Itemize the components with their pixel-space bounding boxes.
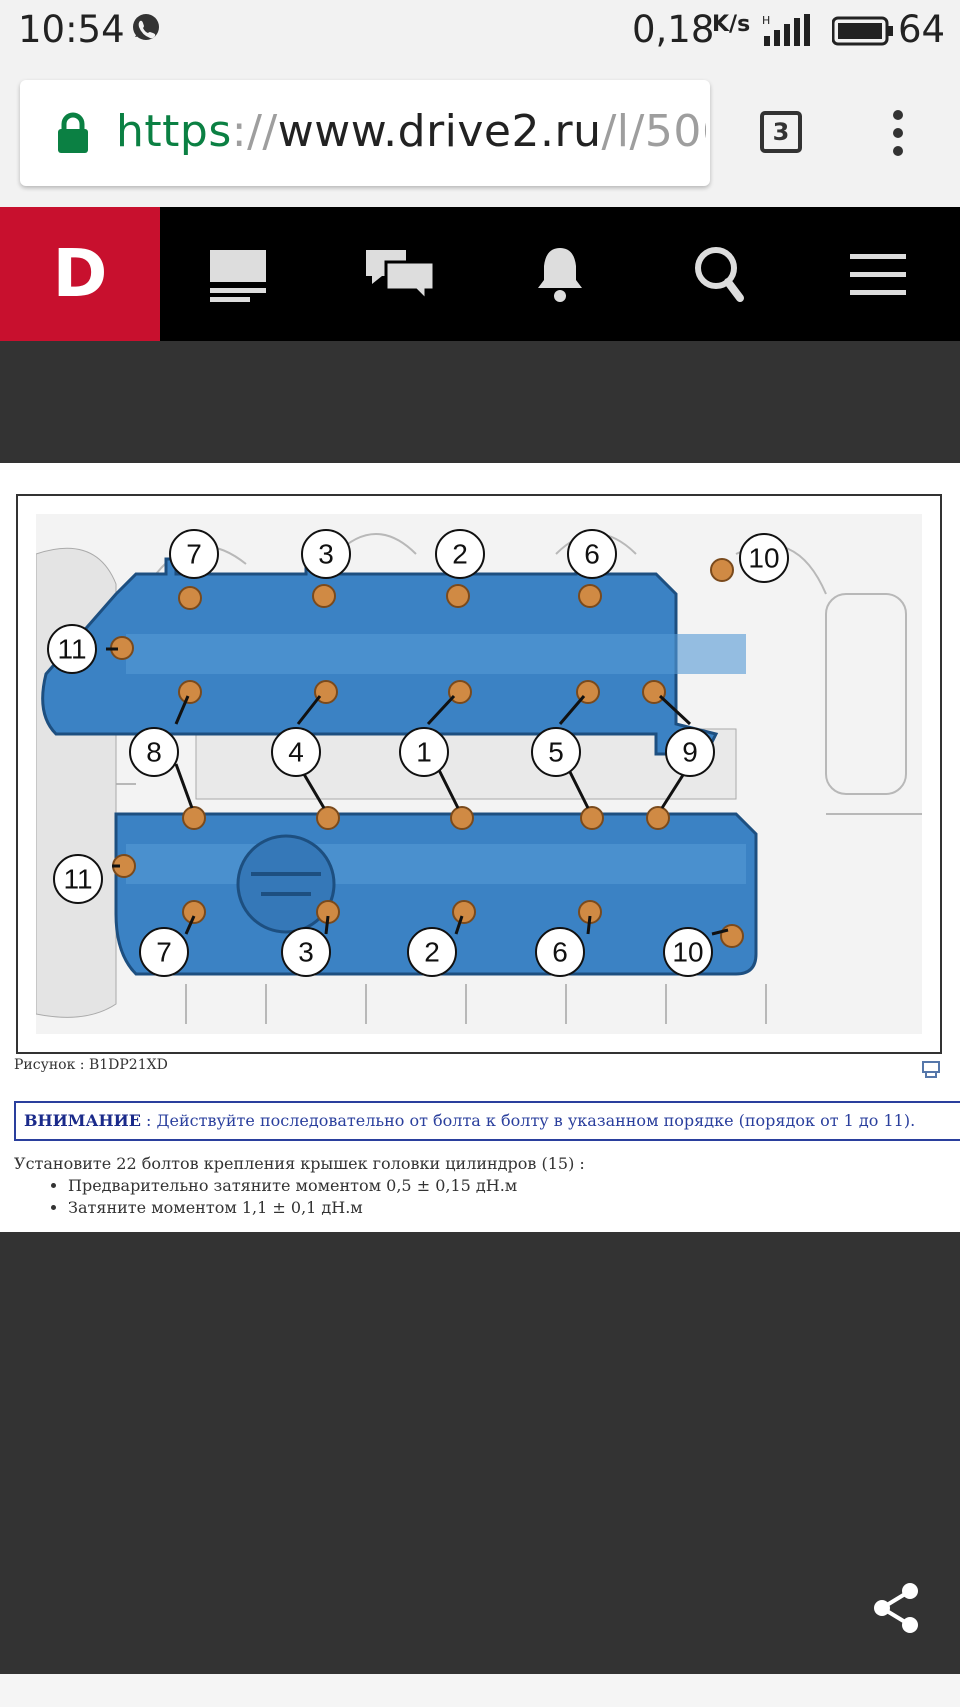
callout-top-3: 2: [452, 539, 468, 570]
battery-icon: [832, 16, 893, 46]
callout-top-2: 3: [318, 539, 334, 570]
instructions-intro: Установите 22 болтов крепления крышек го…: [14, 1154, 585, 1173]
callout-bottom-2: 3: [298, 937, 314, 968]
instructions-steps: Предварительно затяните моментом 0,5 ± 0…: [14, 1175, 585, 1219]
status-time: 10:54: [18, 8, 125, 51]
tab-switcher-button[interactable]: 3: [760, 111, 802, 153]
warning-label: ВНИМАНИЕ: [24, 1111, 141, 1130]
callout-leaders: [106, 647, 729, 936]
callout-mid-4: 5: [548, 737, 564, 768]
bell-icon[interactable]: [530, 244, 590, 304]
url-separator: ://: [231, 106, 278, 157]
chat-icon[interactable]: [364, 244, 436, 304]
network-speed-unit: K/s: [712, 12, 751, 37]
network-speed: 0,18: [632, 8, 715, 51]
valve-cover-diagram: 7 3 2 6 10 8 4 1 5 9 7 3 2 6 10 11: [36, 514, 922, 1034]
callouts-bottom-row: 7 3 2 6 10: [139, 927, 713, 977]
article-image[interactable]: 7 3 2 6 10 8 4 1 5 9 7 3 2 6 10 11: [0, 463, 960, 1232]
bolt-markers: [110, 558, 744, 948]
share-icon[interactable]: [872, 1582, 920, 1634]
figure-caption: Рисунок : B1DP21XD: [14, 1057, 168, 1073]
signal-label: H: [762, 14, 770, 27]
print-icon[interactable]: [922, 1058, 940, 1078]
instruction-step: Затяните моментом 1,1 ± 0,1 дН.м: [68, 1197, 585, 1219]
engine-figure: 7 3 2 6 10 8 4 1 5 9 7 3 2 6 10 11: [16, 494, 942, 1054]
callouts-middle-row: 8 4 1 5 9: [129, 727, 715, 777]
lock-icon[interactable]: [56, 112, 90, 154]
battery-level: 64: [898, 8, 946, 51]
callout-side-2: 11: [63, 864, 92, 895]
page-background: [0, 1232, 960, 1674]
drive2-logo[interactable]: D: [0, 207, 160, 341]
bottom-strip: [0, 1674, 960, 1707]
search-icon[interactable]: [690, 244, 750, 304]
callout-mid-5: 9: [682, 737, 698, 768]
menu-icon[interactable]: [848, 244, 908, 304]
viber-icon: [133, 14, 159, 40]
callout-top-1: 7: [186, 539, 202, 570]
callout-mid-3: 1: [416, 737, 432, 768]
instruction-step: Предварительно затяните моментом 0,5 ± 0…: [68, 1175, 585, 1197]
warning-text: : Действуйте последовательно от болта к …: [140, 1111, 916, 1130]
url-path: /l/50600: [601, 106, 706, 157]
overflow-menu-icon[interactable]: [890, 108, 906, 158]
callout-mid-2: 4: [288, 737, 304, 768]
callout-bottom-5: 10: [672, 937, 703, 968]
feed-icon[interactable]: [208, 244, 268, 304]
callout-top-4: 6: [584, 539, 600, 570]
callouts-top-row: 7 3 2 6 10: [169, 529, 789, 583]
site-navigation: D: [0, 207, 960, 341]
url-scheme: https: [116, 106, 232, 157]
callout-top-5: 10: [748, 543, 779, 574]
url-text[interactable]: https://www.drive2.ru/l/50600: [116, 106, 706, 157]
instructions: Установите 22 болтов крепления крышек го…: [14, 1153, 585, 1219]
signal-icon: H: [762, 14, 810, 46]
callout-bottom-1: 7: [156, 937, 172, 968]
callout-bottom-3: 2: [424, 937, 440, 968]
callout-mid-1: 8: [146, 737, 162, 768]
address-bar[interactable]: https://www.drive2.ru/l/50600: [20, 80, 710, 186]
page-header-band: [0, 341, 960, 463]
warning-box: ВНИМАНИЕ : Действуйте последовательно от…: [14, 1101, 960, 1141]
callout-bottom-4: 6: [552, 937, 568, 968]
status-bar: 10:54 0,18 K/s H 64: [0, 0, 960, 62]
callouts-side: 11 11: [47, 624, 103, 904]
url-host: www.drive2.ru: [277, 106, 602, 157]
callout-side-1: 11: [57, 634, 86, 665]
